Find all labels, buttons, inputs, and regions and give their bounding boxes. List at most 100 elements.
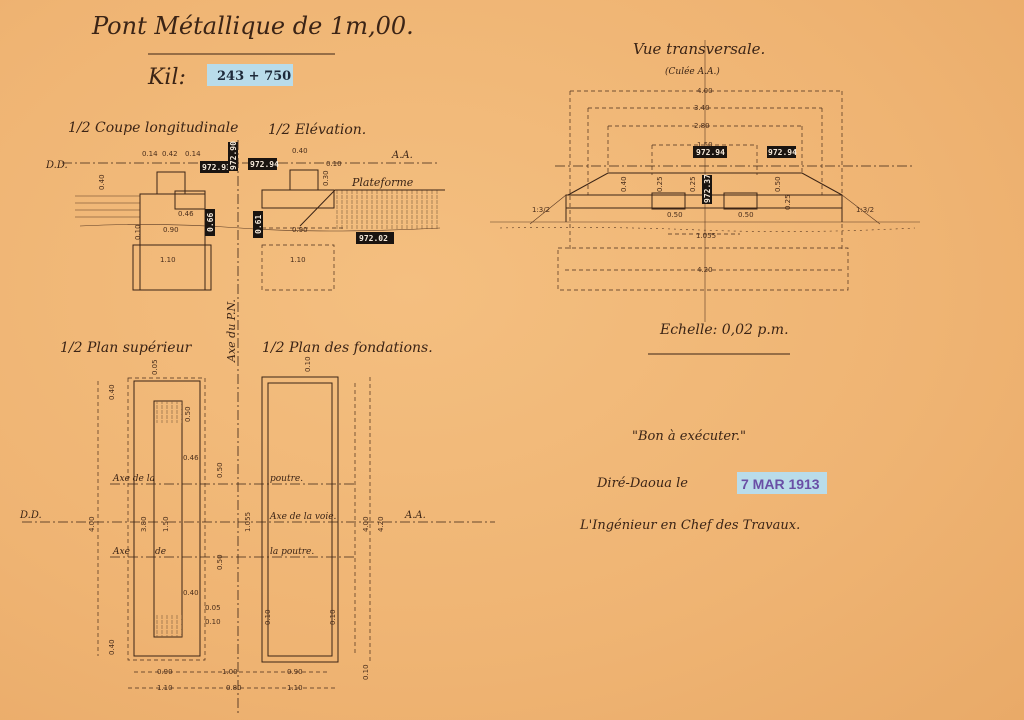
level-tag-bg bbox=[248, 158, 277, 170]
wing-slope bbox=[299, 189, 336, 227]
dim-label: 0.90 bbox=[287, 668, 303, 676]
water-lines bbox=[75, 195, 140, 218]
dim-4-00: 4.00 bbox=[697, 87, 713, 95]
dim-label: 0.46 bbox=[183, 454, 199, 462]
dim-label: 1.10 bbox=[287, 684, 303, 692]
scale-label: Echelle: 0,02 p.m. bbox=[659, 322, 789, 338]
dim-label: 0.30 bbox=[322, 170, 330, 186]
bearing-bottom-plan bbox=[154, 615, 182, 637]
height-061: 0.61 bbox=[254, 215, 263, 234]
dim-1-055: 1.055 bbox=[696, 232, 716, 240]
level-tag-bg bbox=[693, 146, 727, 158]
beam-axis-label-2c: la poutre. bbox=[270, 547, 314, 557]
foundation-plan-hatched bbox=[267, 382, 333, 657]
level-97293: 972.93 bbox=[202, 163, 231, 172]
abutment-section bbox=[139, 193, 206, 291]
kil-label: Kil: bbox=[147, 65, 186, 90]
dim-label: 0.10 bbox=[304, 356, 312, 372]
plan-superieur-label: 1/2 Plan supérieur bbox=[60, 340, 193, 356]
plan-fondations-label: 1/2 Plan des fondations. bbox=[262, 340, 433, 356]
dim-label: 0.90 bbox=[163, 226, 179, 234]
plateforme-label: Plateforme bbox=[351, 176, 414, 189]
ground-line bbox=[79, 224, 441, 232]
dim-label: 0.40 bbox=[620, 176, 628, 192]
approval-text: "Bon à exécuter." bbox=[632, 429, 746, 444]
dim-label: 0.40 bbox=[108, 639, 116, 655]
beam-seat bbox=[174, 190, 206, 210]
level-tag-bg bbox=[356, 232, 394, 244]
foundation-plan-outline bbox=[261, 376, 339, 663]
dim-label: 4.20 bbox=[377, 516, 385, 532]
transverse-subtitle: (Culée A.A.) bbox=[665, 66, 720, 77]
dim-label: 0.10 bbox=[326, 160, 342, 168]
dim-label: 0.10 bbox=[134, 224, 142, 240]
transverse-title: Vue transversale. bbox=[633, 40, 765, 58]
foundation-section bbox=[132, 244, 212, 291]
dim-label: 0.50 bbox=[738, 211, 754, 219]
dim-label: 0.50 bbox=[216, 554, 224, 570]
dim-label: 0.25 bbox=[689, 176, 697, 192]
track-axis-label: Axe de la voie. bbox=[269, 512, 337, 522]
dim-label: 0.10 bbox=[264, 609, 272, 625]
aa-label-section: A.A. bbox=[391, 150, 413, 161]
dim-label: 0.05 bbox=[205, 604, 221, 612]
dim-label: 0.25 bbox=[656, 176, 664, 192]
dim-label: 1.055 bbox=[244, 512, 252, 532]
kil-value: 243 + 750 bbox=[217, 69, 291, 84]
dim-label: 0.25 bbox=[784, 194, 792, 210]
dd-label-section: D.D. bbox=[45, 160, 68, 171]
dim-label: 0.50 bbox=[667, 211, 683, 219]
level-tag-bg bbox=[205, 209, 215, 236]
dim-label: 0.50 bbox=[216, 462, 224, 478]
foundation-outline-top-plan bbox=[127, 377, 206, 661]
bearing-right bbox=[723, 192, 758, 210]
dim-label: 0.14 bbox=[142, 150, 158, 158]
dim-label: 0.40 bbox=[183, 589, 199, 597]
dim-label: 4.00 bbox=[88, 516, 96, 532]
dim-label: 0.10 bbox=[205, 618, 221, 626]
dim-label: 1.10 bbox=[290, 256, 306, 264]
dim-label: 0.90 bbox=[157, 668, 173, 676]
abutment-top-plan bbox=[133, 380, 201, 657]
bearing-left bbox=[651, 192, 686, 210]
dim-label: 1.10 bbox=[157, 684, 173, 692]
dim-label: 0.10 bbox=[362, 664, 370, 680]
aa-label-plan: A.A. bbox=[404, 510, 426, 521]
dim-label: 0.90 bbox=[292, 226, 308, 234]
dim-label: 0.50 bbox=[774, 176, 782, 192]
elevation-label: 1/2 Elévation. bbox=[268, 122, 366, 138]
dim-label: 0.40 bbox=[108, 384, 116, 400]
dim-1-50: 1.50 bbox=[697, 141, 713, 149]
dim-label: 1.10 bbox=[160, 256, 176, 264]
dim-2-80: 2.80 bbox=[694, 122, 710, 130]
dim-label: 0.40 bbox=[292, 147, 308, 155]
slope-left: 1:3/2 bbox=[532, 206, 550, 214]
drawing-title: Pont Métallique de 1m,00. bbox=[91, 12, 414, 40]
dim-label: 1.00 bbox=[222, 668, 238, 676]
beam-axis-label-1b: poutre. bbox=[270, 474, 303, 484]
level-tag-bg bbox=[228, 142, 238, 171]
dim-label: 0.42 bbox=[162, 150, 178, 158]
approval-place: Diré-Daoua le bbox=[596, 476, 688, 491]
bearing-top-plan bbox=[154, 401, 182, 423]
dim-3-40: 3.40 bbox=[694, 104, 710, 112]
level-tag-bg bbox=[702, 175, 712, 204]
beam-axis-label-2b: de bbox=[155, 547, 166, 557]
dim-label: 0.80 bbox=[226, 684, 242, 692]
level-tag-bg bbox=[767, 146, 796, 158]
slopes bbox=[529, 194, 881, 225]
ground-texture bbox=[499, 227, 916, 232]
level-97237: 972.37 bbox=[703, 174, 712, 203]
signatory: L'Ingénieur en Chef des Travaux. bbox=[579, 518, 800, 533]
date-stamp: 7 MAR 1913 bbox=[741, 476, 820, 492]
level-97294-left: 972.94 bbox=[696, 148, 725, 157]
abutment-elevation bbox=[261, 189, 335, 209]
transverse-dimension-lines bbox=[569, 90, 843, 250]
embankment-fill bbox=[335, 190, 440, 230]
level-97202: 972.02 bbox=[359, 234, 388, 243]
bearing-block-elevation bbox=[289, 169, 319, 191]
dim-label: 0.46 bbox=[178, 210, 194, 218]
dim-label: 0.14 bbox=[185, 150, 201, 158]
